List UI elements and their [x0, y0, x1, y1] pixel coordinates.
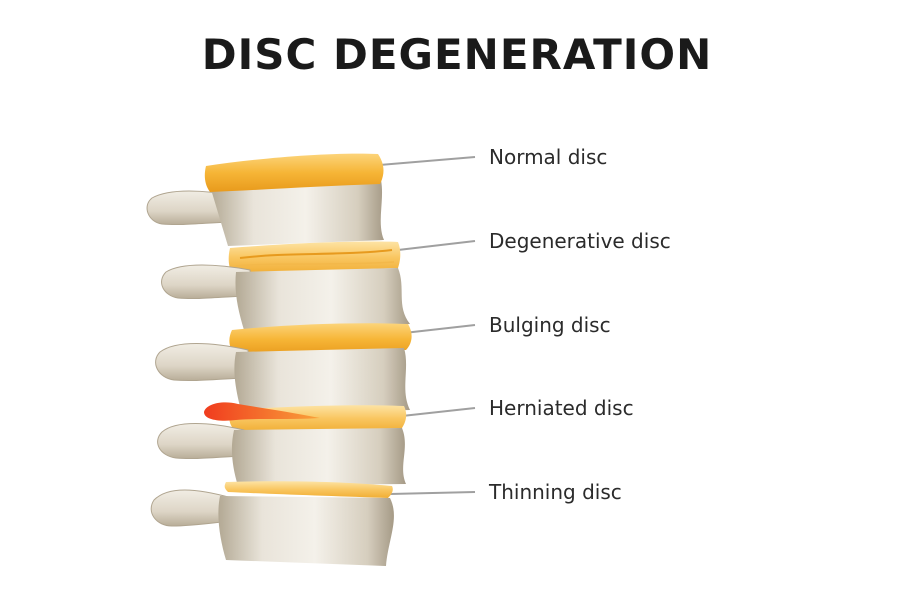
- disc-thinning: [224, 481, 393, 498]
- leader-lines: [379, 156, 476, 495]
- disc-normal: [204, 153, 384, 192]
- disc-bulging: [229, 323, 412, 356]
- vertebra-2: [161, 264, 410, 330]
- label-herniated-disc: Herniated disc: [489, 396, 634, 420]
- label-thinning-disc: Thinning disc: [489, 480, 622, 504]
- vertebra-4: [157, 423, 406, 486]
- leader-line-thinning: [389, 491, 476, 495]
- diagram-title: DISC DEGENERATION: [201, 30, 713, 79]
- label-bulging-disc: Bulging disc: [489, 313, 611, 337]
- label-degenerative-disc: Degenerative disc: [489, 229, 671, 253]
- leader-line-bulging: [403, 324, 476, 334]
- label-normal-disc: Normal disc: [489, 145, 608, 169]
- vertebra-5: [150, 489, 394, 566]
- herniation-bulge: [204, 402, 320, 421]
- leader-line-degenerative: [397, 240, 476, 251]
- vertebra-1: [146, 176, 384, 246]
- leader-line-normal: [379, 156, 476, 166]
- disc-herniated: [204, 402, 407, 432]
- leader-line-herniated: [401, 407, 476, 417]
- vertebra-3: [155, 343, 410, 414]
- disc-degenerative: [228, 241, 401, 274]
